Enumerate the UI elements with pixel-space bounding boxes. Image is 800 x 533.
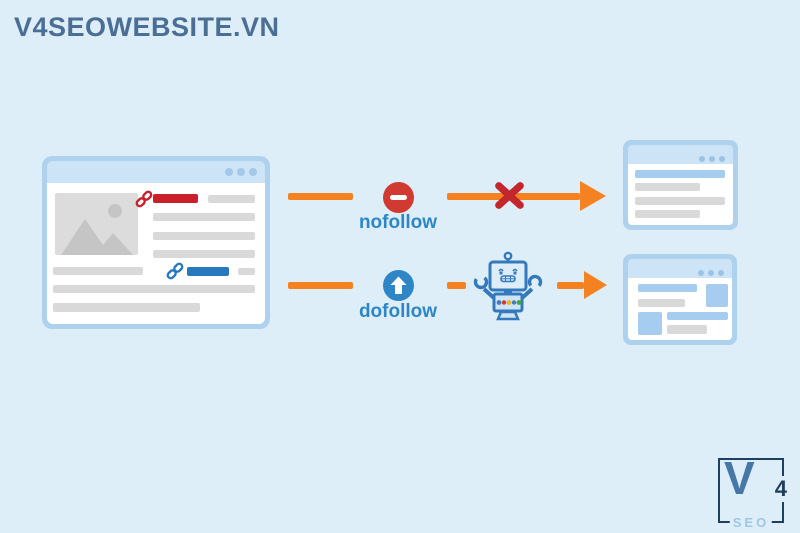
nofollow-label: nofollow [358, 212, 438, 233]
text-bar [635, 210, 700, 218]
dofollow-connector [557, 282, 584, 289]
logo-letter-v: V [724, 452, 755, 504]
x-mark-icon [495, 182, 524, 209]
brand-title: V4SEOWEBSITE.VN [14, 12, 280, 42]
dofollow-link-icon [166, 262, 184, 280]
target-webpage-window-nofollow [623, 140, 738, 230]
text-bar [53, 285, 255, 293]
heading-bar [635, 170, 725, 178]
text-bar [153, 250, 255, 258]
nofollow-anchor-bar [153, 194, 198, 203]
nofollow-link-icon [135, 190, 153, 208]
image-block [706, 284, 728, 307]
image-block [638, 312, 662, 335]
arrow-right-icon [580, 181, 606, 211]
target-webpage-window-dofollow [623, 254, 737, 345]
minus-circle-icon [383, 182, 414, 213]
robot-icon [473, 251, 543, 321]
text-bar [53, 267, 143, 275]
heading-bar [667, 312, 728, 320]
text-bar [667, 325, 707, 334]
text-bar [53, 303, 200, 312]
text-bar [638, 299, 685, 307]
text-bar [635, 197, 725, 205]
window-dots-icon [225, 168, 257, 176]
source-webpage-window [42, 156, 270, 329]
image-placeholder-icon [55, 193, 138, 255]
nofollow-connector [288, 193, 353, 200]
dofollow-anchor-bar [187, 267, 229, 276]
v4seo-logo: V 4 SEO [718, 452, 789, 530]
browser-titlebar [628, 259, 732, 278]
arrow-right-icon [584, 271, 607, 299]
text-bar [635, 183, 700, 191]
window-dots-icon [699, 156, 725, 162]
up-arrow-circle-icon [383, 270, 414, 301]
text-bar [153, 213, 255, 221]
text-bar [238, 268, 255, 275]
browser-titlebar [47, 161, 265, 183]
logo-word-seo: SEO [729, 515, 773, 530]
dofollow-label: dofollow [358, 301, 438, 322]
heading-bar [638, 284, 697, 292]
window-dots-icon [698, 270, 724, 276]
dofollow-connector [288, 282, 353, 289]
text-bar [208, 195, 255, 203]
text-bar [153, 232, 255, 240]
dofollow-connector [447, 282, 466, 289]
browser-titlebar [628, 145, 733, 164]
logo-number-4: 4 [772, 476, 789, 502]
